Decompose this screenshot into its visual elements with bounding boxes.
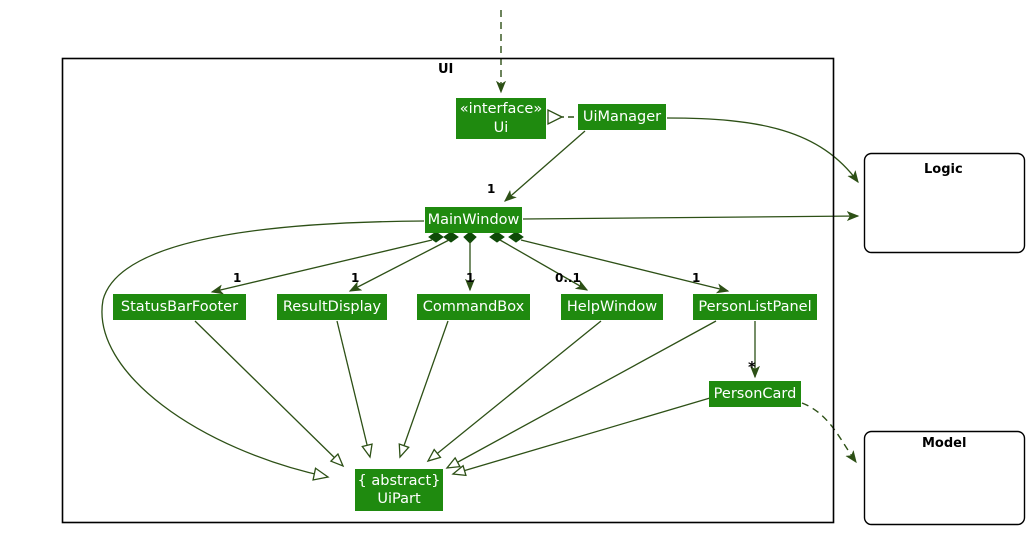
class-statusbarfooter[interactable]: StatusBarFooter [113, 294, 246, 320]
edge-uimanager-to-mainwindow [505, 130, 586, 201]
class-mainwindow-name: MainWindow [427, 211, 520, 228]
package-label-ui: UI [438, 62, 454, 77]
class-personlistpanel-name: PersonListPanel [698, 298, 812, 315]
class-commandbox[interactable]: CommandBox [417, 294, 530, 320]
class-helpwindow[interactable]: HelpWindow [561, 294, 663, 320]
edge-mainwindow-to-helpwindow [499, 239, 587, 290]
edge-statusbarfooter-extends-uipart [194, 320, 345, 468]
class-resultdisplay[interactable]: ResultDisplay [277, 294, 387, 320]
class-uimanager[interactable]: UiManager [578, 104, 666, 130]
multiplicity-personcard: * [748, 358, 756, 376]
package-label-model: Model [922, 436, 967, 451]
edge-resultdisplay-extends-uipart [336, 320, 373, 459]
class-commandbox-name: CommandBox [422, 298, 525, 315]
multiplicity-statusbarfooter: 1 [233, 271, 242, 285]
multiplicity-resultdisplay: 1 [351, 271, 360, 285]
edge-mainwindow-to-statusbarfooter [212, 239, 433, 292]
class-ui-interface-name: Ui [493, 119, 509, 136]
edge-helpwindow-extends-uipart [426, 320, 602, 463]
edge-uimanager-to-logic [666, 117, 858, 182]
class-ui-interface[interactable]: «interface» Ui [456, 98, 546, 139]
class-resultdisplay-name: ResultDisplay [282, 298, 382, 315]
package-border-logic [863, 152, 1026, 254]
package-border-model [863, 430, 1026, 526]
class-helpwindow-name: HelpWindow [566, 298, 658, 315]
edge-mainwindow-to-personlistpanel [520, 239, 728, 291]
edge-personcard-to-model [801, 402, 856, 462]
multiplicity-mainwindow: 1 [487, 182, 496, 196]
class-mainwindow[interactable]: MainWindow [425, 207, 522, 233]
class-uipart-name: UiPart [377, 491, 421, 507]
class-ui-interface-stereotype: «interface» [459, 101, 543, 118]
class-uipart[interactable]: { abstract} UiPart [355, 469, 443, 511]
edge-mainwindow-to-logic [522, 216, 858, 219]
multiplicity-personlistpanel: 1 [692, 271, 701, 285]
edge-mainwindow-extends-uipart [101, 220, 425, 481]
edge-commandbox-extends-uipart [398, 320, 449, 459]
multiplicity-commandbox: 1 [466, 271, 475, 285]
edge-uimanager-realizes-ui [547, 108, 574, 126]
class-statusbarfooter-name: StatusBarFooter [120, 298, 239, 315]
package-label-logic: Logic [924, 162, 963, 177]
class-uimanager-name: UiManager [582, 108, 662, 125]
class-personcard-name: PersonCard [713, 385, 797, 402]
class-personlistpanel[interactable]: PersonListPanel [693, 294, 817, 320]
package-border-ui [61, 57, 835, 524]
class-personcard[interactable]: PersonCard [709, 381, 801, 407]
edge-personcard-extends-uipart [451, 397, 711, 477]
multiplicity-helpwindow: 0..1 [555, 271, 581, 285]
composition-diamonds-mainwindow [428, 231, 524, 244]
class-uipart-abstract-marker: { abstract} [357, 472, 441, 489]
edge-mainwindow-to-resultdisplay [350, 239, 450, 291]
edge-personlistpanel-extends-uipart [445, 320, 717, 469]
